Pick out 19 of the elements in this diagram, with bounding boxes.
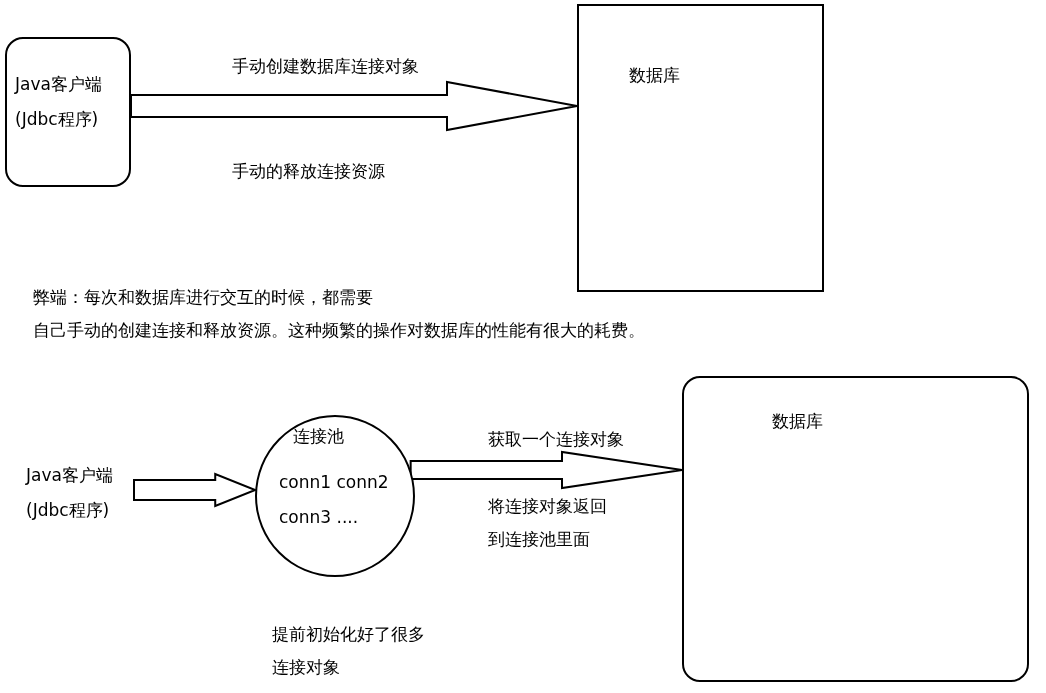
note-text: 自己手动的创建连接和释放资源。这种频繁的操作对数据库的性能有很大的耗费。 — [33, 319, 645, 342]
block-arrow — [130, 80, 578, 132]
node-text: Java客户端 (Jdbc程序) — [15, 73, 103, 131]
node-text: 数据库 — [772, 410, 824, 433]
arrow-note: 手动的释放连接资源 — [232, 160, 385, 183]
node-caption: 提前初始化好了很多连接对象 — [272, 623, 426, 679]
client-box — [5, 37, 131, 187]
arrow-note: 将连接对象返回到连接池里面 — [488, 495, 608, 551]
block-arrow — [133, 472, 258, 508]
node-text: 数据库 — [629, 64, 681, 87]
note-text: 弊端：每次和数据库进行交互的时候，都需要 — [33, 286, 373, 309]
node-text: conn1 conn2 conn3 .... — [279, 471, 390, 529]
block-arrow — [409, 450, 683, 490]
node-text: Java客户端 (Jdbc程序) — [26, 464, 114, 522]
database-box — [682, 376, 1029, 682]
pool-title: 连接池 — [293, 425, 345, 448]
edge-label: 获取一个连接对象 — [488, 428, 624, 450]
edge-label: 手动创建数据库连接对象 — [232, 55, 419, 77]
database-box — [577, 4, 824, 292]
